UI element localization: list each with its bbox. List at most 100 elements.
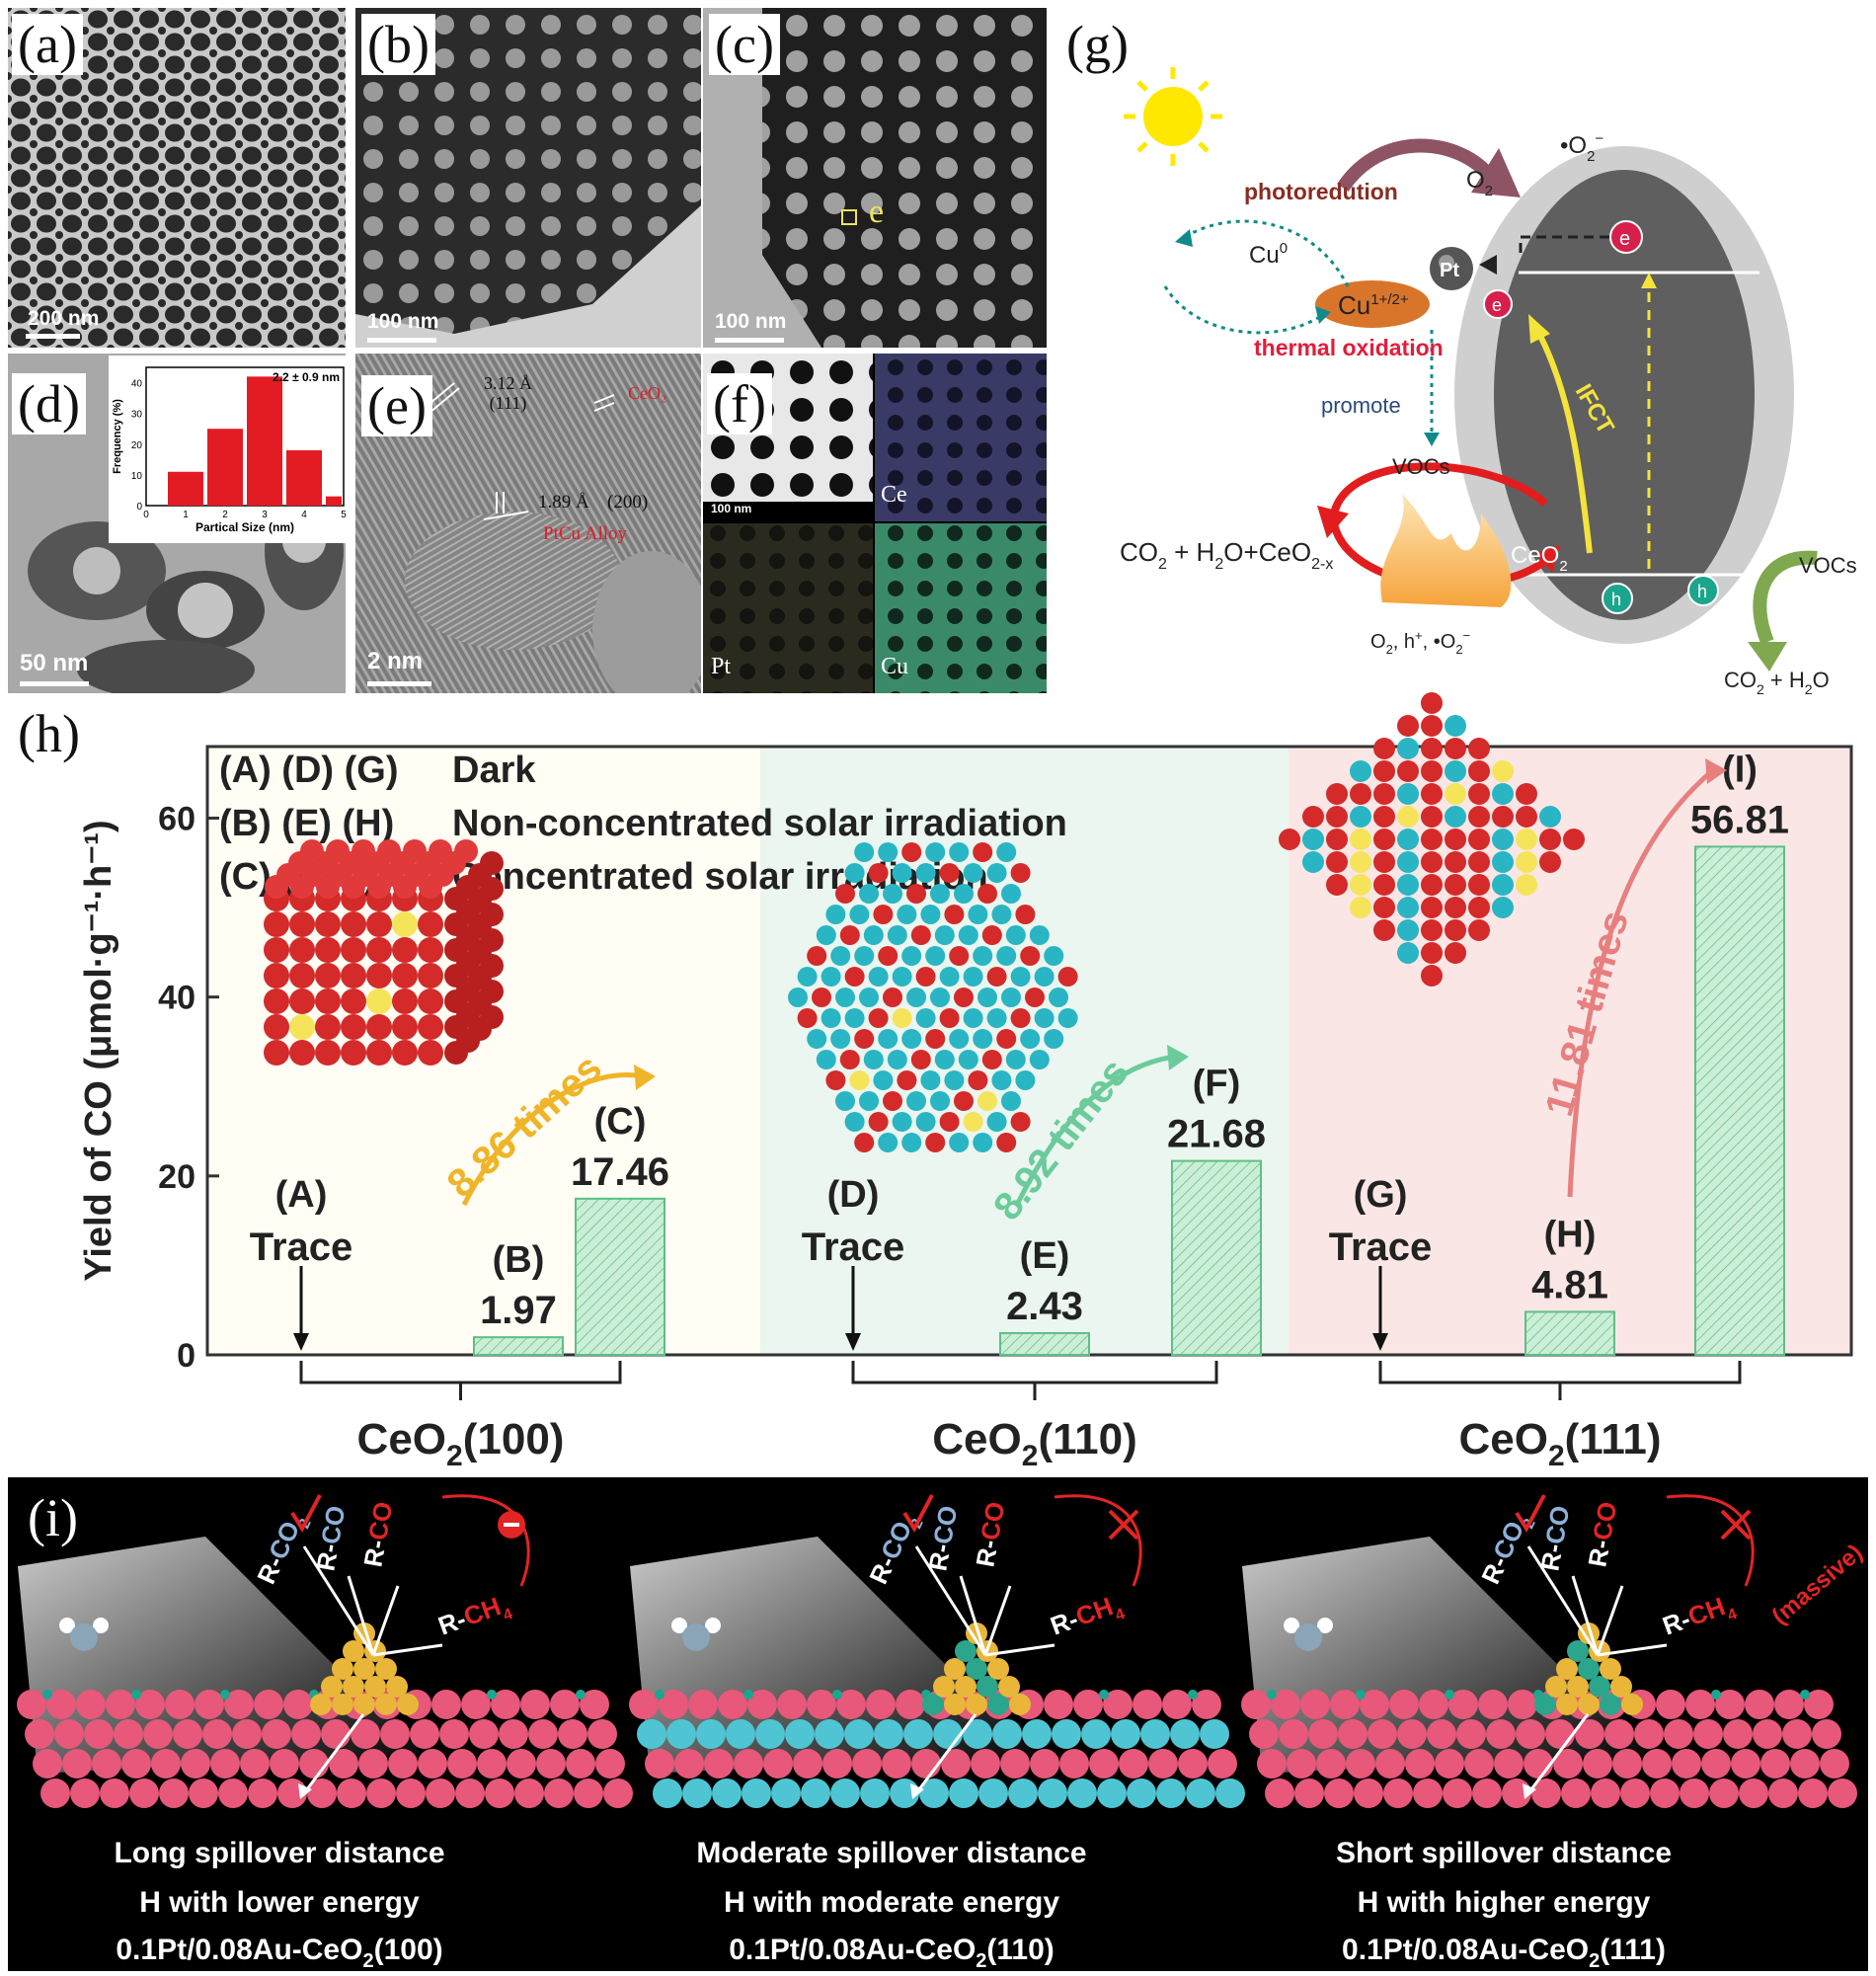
bar-value-label: 4.81: [1531, 1263, 1608, 1306]
map-cu: Cu: [881, 654, 909, 679]
bar-value-label: 21.68: [1167, 1113, 1266, 1156]
y-tick-label: 20: [158, 1158, 195, 1196]
caption-catalyst: 0.1Pt/0.08Au-CeO2(110): [729, 1934, 1055, 1971]
label-a: (a): [12, 14, 83, 75]
group-label: CeO2(100): [357, 1415, 565, 1471]
panel-b-tem: 100 nm: [355, 8, 701, 348]
svg-text:Cu0: Cu0: [1249, 240, 1288, 269]
bar-key-label: (B): [493, 1239, 545, 1281]
hist-bar: [168, 471, 203, 506]
trace-label: Trace: [1329, 1225, 1433, 1269]
bar-value-label: 56.81: [1690, 798, 1789, 841]
d-spacing-111: 3.12 Å (111): [484, 373, 532, 413]
label-c: (c): [709, 14, 780, 75]
label-f: (f): [707, 373, 772, 435]
lattice-fringes: [355, 354, 701, 693]
co-to-ch4-arrow: [1054, 1494, 1142, 1587]
d-spacing-200: 1.89 Å: [538, 492, 589, 513]
mechanism-diagram: photoredution thermal oxidation Cu0 Cu1+…: [1120, 67, 1857, 697]
co-to-ch4-arrow: [441, 1494, 530, 1587]
bar-value-label: 2.43: [1006, 1285, 1083, 1328]
bar: [999, 1331, 1090, 1357]
bar: [1524, 1310, 1615, 1357]
panel-f-eds: 100 nm Ce Pt Cu: [703, 354, 1047, 693]
scale-a: 200 nm: [28, 307, 100, 330]
plane-200: (200): [607, 492, 649, 513]
spillover-arrow: [1526, 1713, 1590, 1794]
electron-2: e: [1492, 295, 1502, 315]
co-to-ch4-arrow: [1666, 1494, 1755, 1587]
hist-y-tick: 10: [131, 471, 143, 482]
caption-distance: Long spillover distance: [114, 1837, 444, 1869]
spillover-arrow: [302, 1713, 365, 1794]
hist-x-tick: 2: [222, 510, 228, 520]
bar-key-label: (E): [1020, 1235, 1070, 1277]
check-icon: [290, 1494, 322, 1534]
hole-2: h: [1697, 582, 1707, 601]
tem-texture-b: [355, 8, 701, 334]
y-axis-label: Yield of CO (μmol·g⁻¹·h⁻¹): [78, 820, 119, 1281]
group-brace: [851, 1361, 1218, 1400]
hist-bar: [286, 450, 322, 506]
trace-label: Trace: [250, 1225, 353, 1269]
label-b: (b): [361, 14, 435, 75]
bar-value-label: 1.97: [480, 1289, 557, 1332]
marker-e: e: [869, 194, 885, 230]
scale-b: 100 nm: [367, 310, 439, 333]
rco-species: R-CO: [922, 1503, 963, 1573]
trace-arrowhead: [845, 1333, 861, 1351]
bar: [473, 1336, 564, 1356]
legend-keys: (A) (D) (G): [219, 750, 398, 791]
hist-y-tick: 0: [136, 502, 142, 513]
hist-x-tick: 5: [341, 510, 347, 520]
hist-annotation: 2.2 ± 0.9 nm: [273, 370, 340, 384]
svg-text:Cu1+/2+: Cu1+/2+: [1338, 290, 1409, 320]
hist-x-tick: 4: [301, 510, 307, 520]
promote-text: promote: [1321, 393, 1401, 418]
rco-species: R-CO: [310, 1503, 351, 1573]
rch4-species: R-CH4: [434, 1588, 515, 1646]
svg-text:CO2 + H2O+CeO2-x: CO2 + H2O+CeO2-x: [1120, 537, 1333, 573]
scale-c: 100 nm: [715, 310, 787, 333]
svg-text:O2, h+, •O2−: O2, h+, •O2−: [1370, 628, 1470, 657]
o2-text: O: [1466, 167, 1485, 194]
group-label: CeO2(110): [932, 1415, 1136, 1471]
eds-maps: [703, 354, 1047, 693]
ratio-arrow: [1014, 1054, 1176, 1207]
hist-x-tick: 0: [143, 510, 149, 520]
label-i: (i): [28, 1488, 78, 1547]
rco-species-2: R-CO: [970, 1499, 1010, 1569]
y-tick-label: 60: [158, 800, 195, 837]
map-ce: Ce: [881, 482, 907, 508]
map-pt: Pt: [711, 654, 732, 679]
svg-text:O2: O2: [1466, 167, 1493, 199]
bar-key-label: (A): [275, 1174, 328, 1216]
massive-note: (massive): [1767, 1540, 1868, 1630]
electron-1: e: [1619, 228, 1630, 250]
legend-text: Non-concentrated solar irradiation: [452, 803, 1067, 844]
vocs-text-2: VOCs: [1799, 553, 1857, 578]
trace-arrowhead: [293, 1333, 309, 1351]
group-label: CeO2(111): [1458, 1415, 1661, 1471]
caption-energy: H with higher energy: [1358, 1886, 1651, 1919]
cu12-text: Cu: [1338, 290, 1370, 320]
svg-text:CO2 + H2O: CO2 + H2O: [1724, 668, 1830, 697]
hist-bar: [207, 429, 243, 506]
cross-icon: [1108, 1509, 1139, 1541]
ratio-arrowhead: [1167, 1045, 1189, 1070]
label-d: (d): [12, 373, 86, 435]
cu0-text: Cu: [1249, 242, 1280, 269]
pt-text: Pt: [1440, 260, 1459, 281]
y-tick-label: 40: [158, 980, 195, 1017]
svg-text:CeO2: CeO2: [1511, 542, 1568, 575]
bar: [1171, 1159, 1262, 1356]
bar-key-label: (D): [827, 1174, 880, 1216]
caption-catalyst: 0.1Pt/0.08Au-CeO2(100): [116, 1934, 442, 1971]
rco-species: R-CO: [1534, 1503, 1575, 1573]
legend-keys: (B) (E) (H): [219, 803, 394, 844]
